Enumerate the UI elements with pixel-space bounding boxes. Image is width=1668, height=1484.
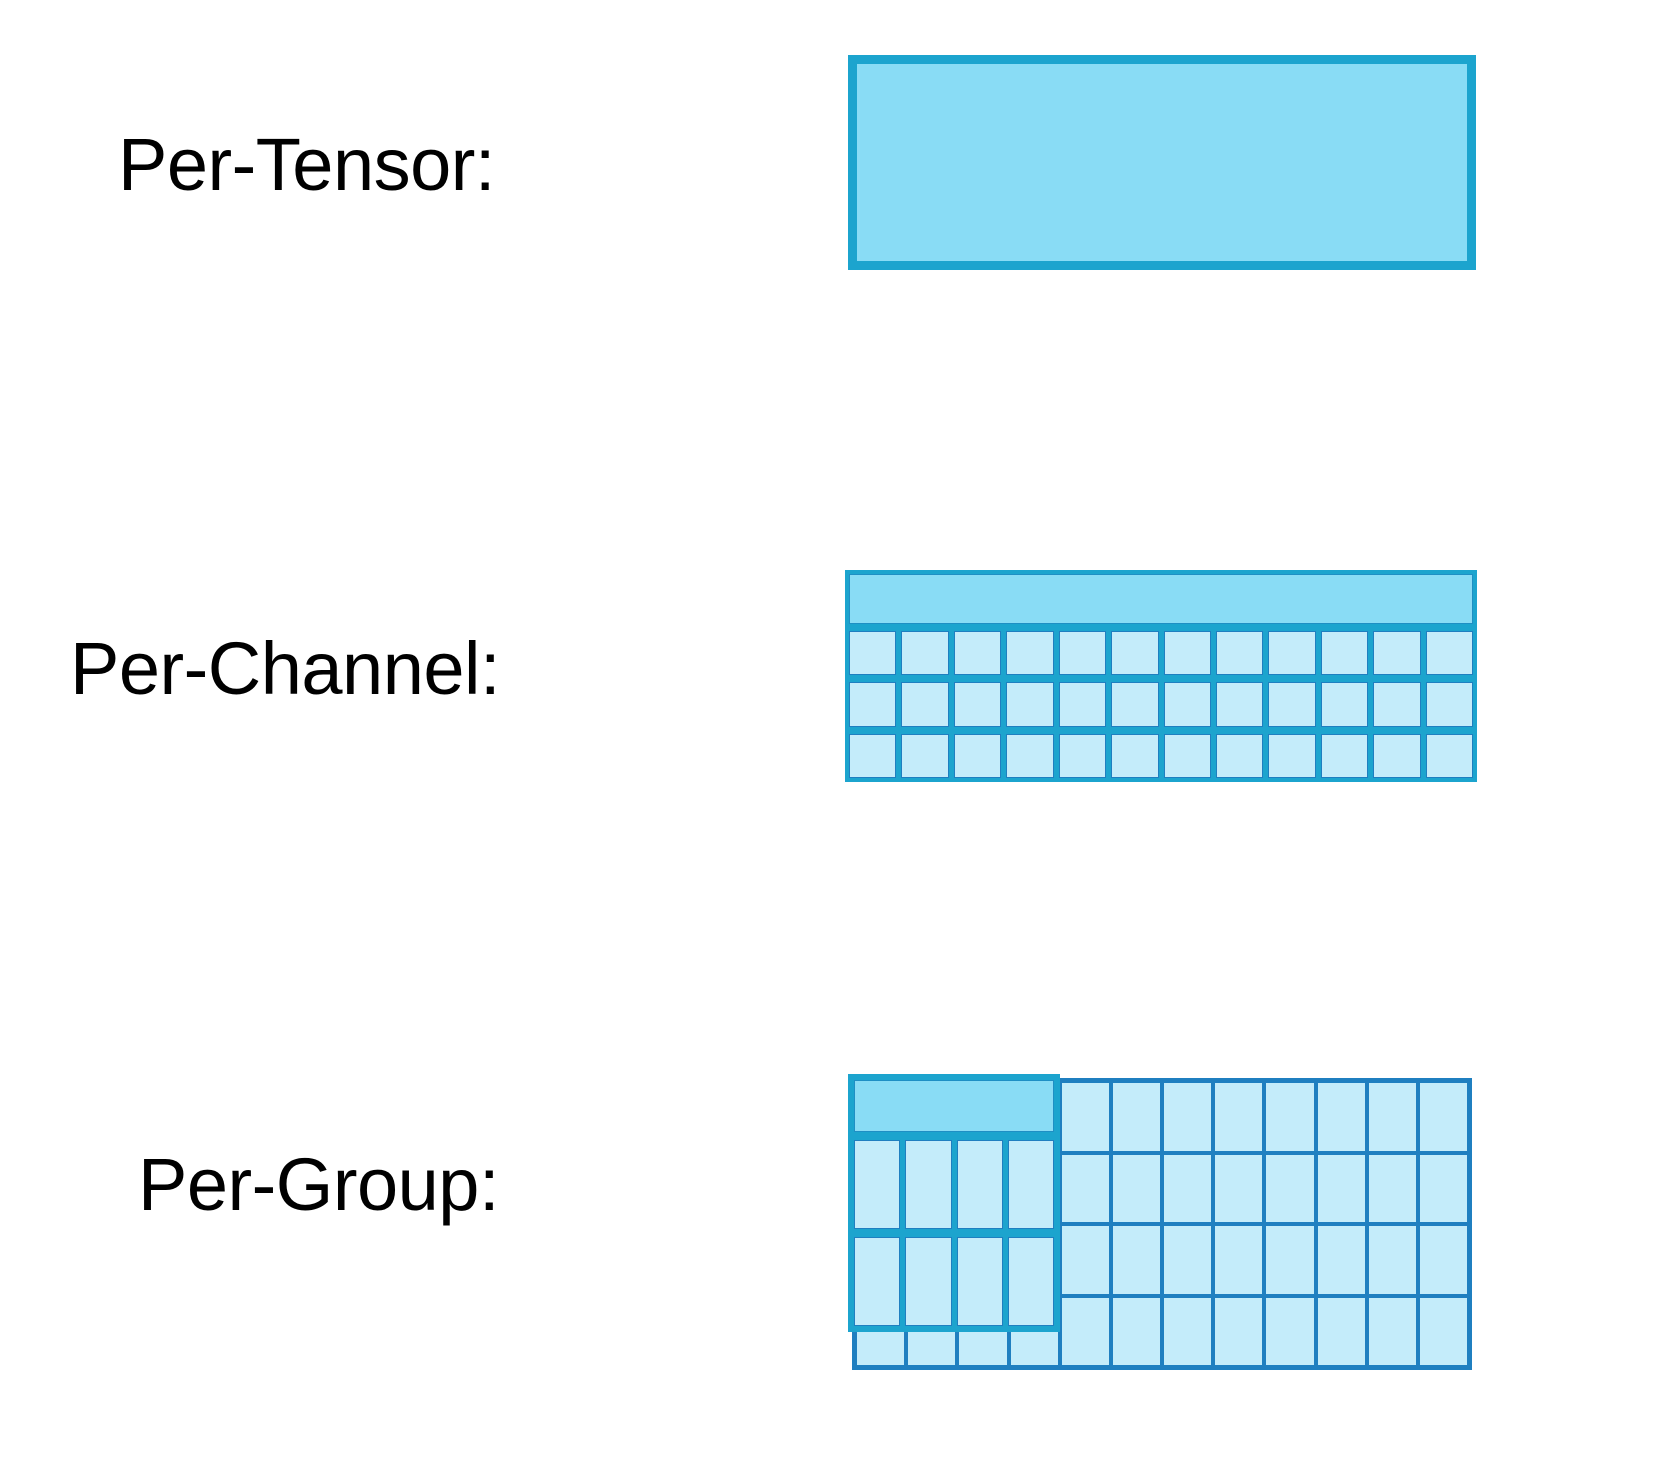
grid-cell [1061, 1297, 1109, 1365]
grid-cell [1368, 1226, 1416, 1294]
grid-cell [1006, 682, 1054, 727]
grid-cell [1006, 733, 1054, 778]
per-group-highlight-band [854, 1080, 1054, 1132]
grid-cell [1111, 631, 1159, 676]
grid-cell [1317, 1226, 1365, 1294]
grid-cell [1268, 733, 1316, 778]
grid-cell [1419, 1226, 1468, 1294]
per-channel-label: Per-Channel: [70, 627, 501, 710]
grid-cell [1425, 631, 1474, 676]
grid-cell [1320, 733, 1369, 778]
per-group-highlight-rows [854, 1140, 1054, 1326]
per-channel-block [845, 570, 1477, 782]
grid-cell [1320, 631, 1369, 676]
grid-cell [1268, 631, 1316, 676]
grid-cell [849, 733, 897, 778]
grid-cell [1419, 1083, 1468, 1151]
grid-cell [1317, 1154, 1365, 1222]
grid-cell [953, 733, 1002, 778]
grid-cell [1058, 631, 1107, 676]
table-row [849, 631, 1474, 676]
grid-cell [1164, 1154, 1212, 1222]
grid-cell [905, 1237, 952, 1326]
grid-cell [854, 1237, 901, 1326]
grid-cell [1215, 1154, 1263, 1222]
grid-cell [1112, 1226, 1161, 1294]
grid-cell [1266, 1297, 1314, 1365]
grid-cell [1317, 1083, 1365, 1151]
grid-cell [1425, 682, 1474, 727]
per-tensor-block [848, 55, 1476, 270]
grid-cell [1373, 631, 1421, 676]
grid-cell [1266, 1226, 1314, 1294]
grid-cell [901, 631, 949, 676]
grid-cell [1373, 682, 1421, 727]
grid-cell [1061, 1226, 1109, 1294]
grid-cell [1215, 733, 1264, 778]
table-row [849, 682, 1474, 727]
grid-cell [1112, 1297, 1161, 1365]
grid-cell [849, 682, 897, 727]
grid-cell [901, 682, 949, 727]
per-channel-grid [849, 631, 1474, 778]
grid-cell [1111, 682, 1159, 727]
grid-cell [1215, 1226, 1263, 1294]
grid-cell [953, 631, 1002, 676]
grid-cell [905, 1140, 952, 1229]
grid-cell [956, 1237, 1003, 1326]
table-row [849, 733, 1474, 778]
grid-cell [1320, 682, 1369, 727]
per-tensor-label: Per-Tensor: [118, 123, 495, 206]
grid-cell [1007, 1140, 1054, 1229]
grid-cell [849, 631, 897, 676]
grid-cell [1368, 1154, 1416, 1222]
per-group-label: Per-Group: [138, 1143, 500, 1226]
grid-cell [1058, 682, 1107, 727]
grid-cell [953, 682, 1002, 727]
grid-cell [1006, 631, 1054, 676]
table-row [854, 1237, 1054, 1326]
grid-cell [1164, 1226, 1212, 1294]
grid-cell [1215, 682, 1264, 727]
grid-cell [956, 1140, 1003, 1229]
grid-cell [1061, 1083, 1109, 1151]
grid-cell [1007, 1237, 1054, 1326]
grid-cell [854, 1140, 901, 1229]
per-channel-highlight-band [849, 574, 1473, 624]
grid-cell [1419, 1297, 1468, 1365]
grid-cell [1061, 1154, 1109, 1222]
grid-cell [1317, 1297, 1365, 1365]
grid-cell [901, 733, 949, 778]
grid-cell [1111, 733, 1159, 778]
grid-cell [1112, 1154, 1161, 1222]
grid-cell [1163, 733, 1211, 778]
grid-cell [1368, 1083, 1416, 1151]
grid-cell [1266, 1083, 1314, 1151]
grid-cell [1163, 682, 1211, 727]
grid-cell [1266, 1154, 1314, 1222]
grid-cell [1425, 733, 1474, 778]
table-row [854, 1140, 1054, 1229]
grid-cell [1268, 682, 1316, 727]
grid-cell [1419, 1154, 1468, 1222]
grid-cell [1112, 1083, 1161, 1151]
per-group-block [848, 1074, 1472, 1370]
grid-cell [1164, 1083, 1212, 1151]
grid-cell [1215, 1297, 1263, 1365]
grid-cell [1058, 733, 1107, 778]
grid-cell [1368, 1297, 1416, 1365]
per-group-highlight-region [848, 1074, 1060, 1332]
grid-cell [1163, 631, 1211, 676]
grid-cell [1164, 1297, 1212, 1365]
grid-cell [1373, 733, 1421, 778]
grid-cell [1215, 631, 1264, 676]
grid-cell [1215, 1083, 1263, 1151]
